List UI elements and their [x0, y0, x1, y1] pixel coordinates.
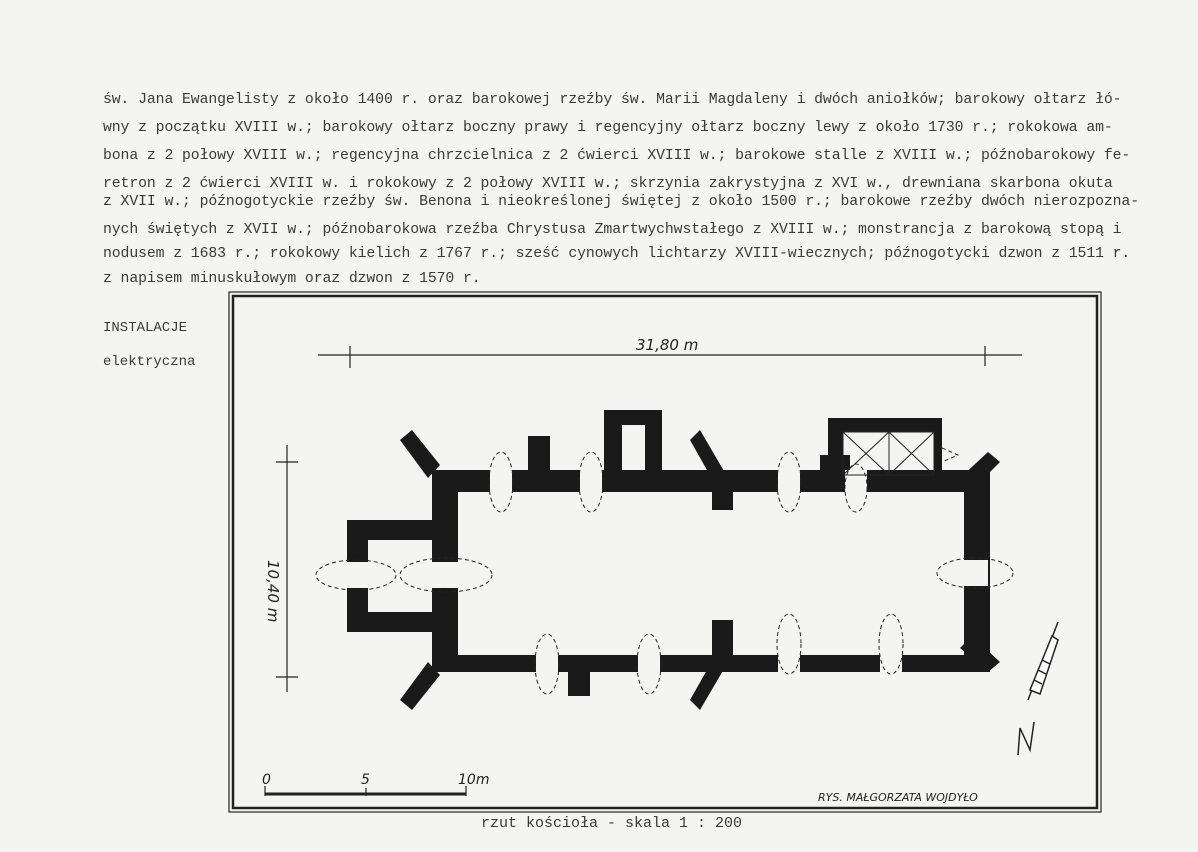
text-line: św. Jana Ewangelisty z około 1400 r. ora…	[103, 92, 1122, 108]
scale-label-10: 10m	[458, 772, 489, 788]
scale-bar	[264, 786, 467, 796]
scale-label-5: 5	[361, 772, 370, 788]
text-line: z napisem minuskułowym oraz dzwon z 1570…	[103, 271, 481, 287]
length-dimension-line	[318, 346, 1022, 368]
installations-heading: INSTALACJE	[103, 320, 188, 336]
length-dimension-label: 31,80 m	[636, 336, 698, 354]
width-dimension-label: 10,40 m	[264, 560, 282, 622]
plan-frame	[228, 291, 1102, 813]
window-markings	[315, 447, 1014, 695]
drawing-signature: RYS. MAŁGORZATA WOJDYŁO	[818, 791, 978, 804]
text-line: nych świętych z XVII w.; późnobarokowa r…	[103, 222, 1122, 238]
text-line: bona z 2 połowy XVIII w.; regencyjna chr…	[103, 148, 1131, 164]
text-line: nodusem z 1683 r.; rokokowy kielich z 17…	[103, 246, 1131, 262]
width-dimension-line	[276, 445, 298, 692]
text-line: z XVII w.; późnogotyckie rzeźby św. Beno…	[103, 194, 1139, 210]
installations-value: elektryczna	[103, 354, 196, 370]
plan-caption: rzut kościoła - skala 1 : 200	[480, 815, 743, 832]
walls	[347, 410, 1000, 710]
text-line: retron z 2 ćwierci XVIII w. i rokokowy z…	[103, 176, 1113, 192]
scale-label-0: 0	[262, 772, 271, 788]
text-line: wny z początku XVIII w.; barokowy ołtarz…	[103, 120, 1113, 136]
north-arrow-icon	[1017, 621, 1059, 756]
sacristy-vault	[842, 431, 935, 476]
wall-openings	[344, 468, 988, 676]
